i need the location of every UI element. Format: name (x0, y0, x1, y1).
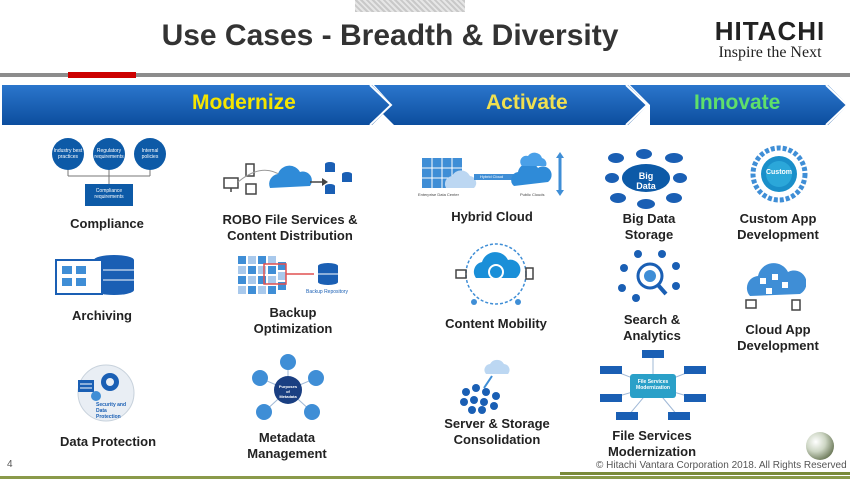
backup-grid-icon: Backup Repository (236, 254, 356, 305)
use-case-content-mobility: Content Mobility (445, 316, 547, 331)
use-case-search-analytics: Search & Analytics (623, 312, 681, 343)
footer-rule-accent (560, 472, 850, 475)
content-mobility-cloud-icon (454, 240, 538, 315)
big-data-cloud-icon: Big Data (604, 148, 688, 215)
custom-app-gear-icon: Custom (738, 142, 820, 211)
compliance-diagram-icon: Industry best practices Regulatory requi… (50, 138, 168, 215)
phase-label-innovate: Innovate (694, 91, 781, 114)
hybrid-cloud-diagram-icon: Enterprise Data Center Hybrid Cloud Publ… (418, 152, 570, 203)
use-case-cloud-app: Cloud App Development (737, 322, 819, 353)
title-rule (0, 73, 850, 77)
slide-title: Use Cases - Breadth & Diversity (161, 19, 619, 52)
use-case-big-data-storage: Big Data Storage (622, 211, 676, 242)
use-case-data-protection: Data Protection (59, 434, 157, 449)
use-case-consolidation: Server & Storage Consolidation (444, 416, 550, 447)
use-case-custom-app: Custom App Development (737, 211, 819, 242)
footer-rule (0, 476, 850, 479)
use-case-robo: ROBO File Services & Content Distributio… (222, 212, 358, 243)
use-case-metadata: Metadata Management (247, 430, 327, 461)
file-services-hub-icon: File Services Modernization (598, 350, 708, 427)
use-case-backup: Backup Optimization (253, 305, 333, 336)
robo-devices-cloud-icon (222, 158, 362, 203)
ribbon-segment-activate (374, 85, 648, 125)
copyright-text: © Hitachi Vantara Corporation 2018. All … (596, 460, 847, 471)
cloud-app-icon (744, 260, 807, 317)
logo-tagline: Inspire the Next (718, 44, 822, 61)
archiving-storage-icon (54, 254, 138, 303)
search-analytics-icon (614, 248, 686, 309)
metadata-hub-icon: Purposes of Metadata (250, 354, 326, 431)
use-case-compliance: Compliance (70, 216, 144, 231)
data-protection-icon: Security and Data Protection (76, 360, 136, 431)
decorative-orb-icon (804, 430, 836, 467)
phase-label-activate: Activate (486, 91, 568, 114)
use-case-archiving: Archiving (72, 308, 132, 323)
title-rule-accent (68, 72, 136, 78)
hitachi-logo: HITACHI Inspire the Next (700, 18, 840, 62)
page-number: 4 (7, 459, 13, 470)
use-case-file-services: File Services Modernization (607, 428, 697, 459)
phase-ribbon (0, 83, 850, 127)
ribbon-segment-modernize (2, 85, 392, 125)
phase-label-modernize: Modernize (192, 91, 296, 114)
ribbon-segment-innovate (630, 85, 848, 125)
use-case-hybrid-cloud: Hybrid Cloud (451, 209, 533, 224)
window-grip[interactable] (355, 0, 465, 12)
logo-brand: HITACHI (714, 16, 826, 46)
consolidation-funnel-icon (456, 358, 520, 419)
